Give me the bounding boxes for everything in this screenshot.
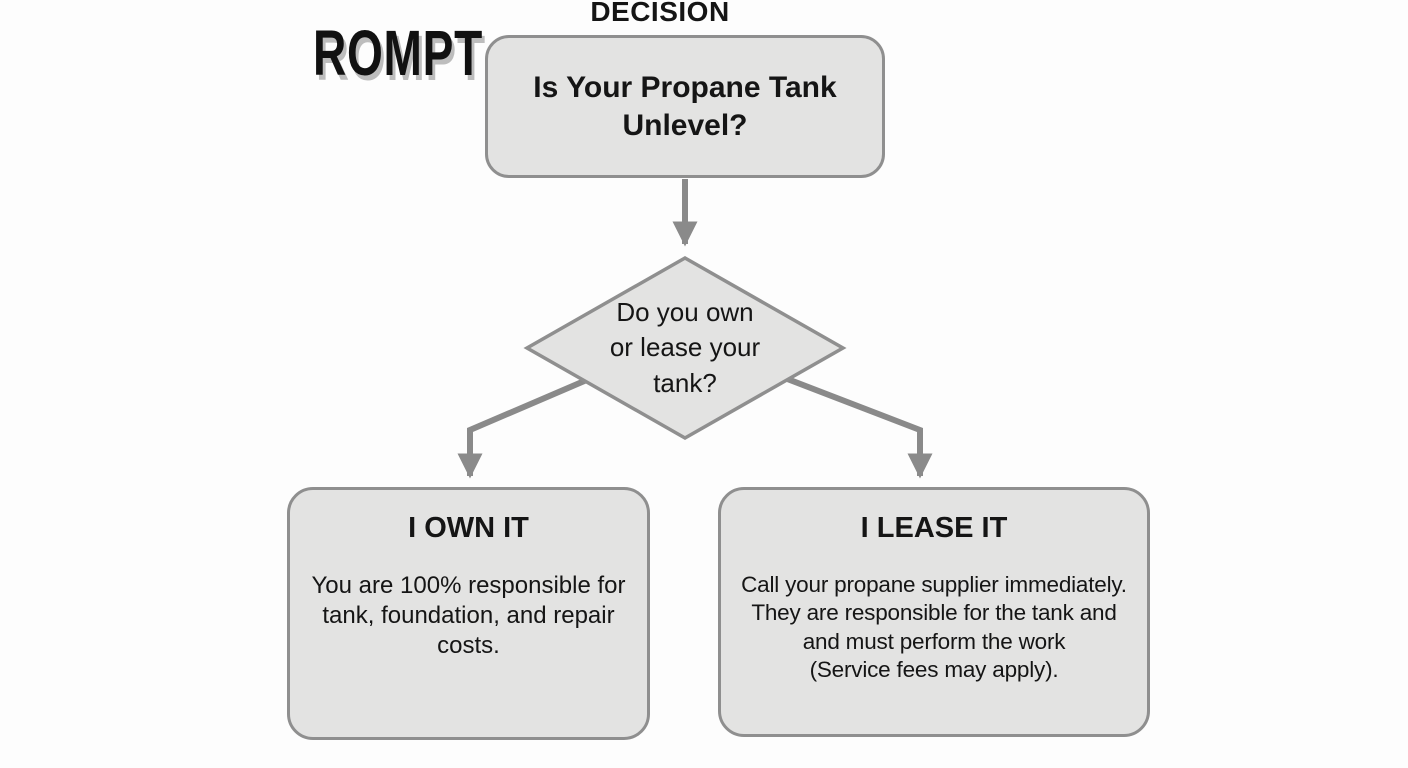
node-start: Is Your Propane Tank Unlevel? [485, 35, 885, 178]
lease-heading: I LEASE IT [860, 512, 1008, 544]
decision-diamond-shape [523, 255, 847, 441]
own-heading: I OWN IT [408, 512, 529, 544]
lease-body: Call your propane supplier immediately. … [741, 572, 1127, 683]
start-title: Is Your Propane Tank Unlevel? [533, 71, 837, 142]
logo-text: ROMPT [313, 17, 483, 89]
node-lease: I LEASE IT Call your propane supplier im… [718, 487, 1150, 737]
node-own: I OWN IT You are 100% responsible for ta… [287, 487, 650, 740]
own-body: You are 100% responsible for tank, found… [311, 572, 626, 660]
decision-question: Do you own or lease your tank? [609, 297, 761, 398]
node-decision: Do you own or lease your tank? [525, 256, 845, 440]
diagram-title: DECISION [590, 0, 730, 27]
